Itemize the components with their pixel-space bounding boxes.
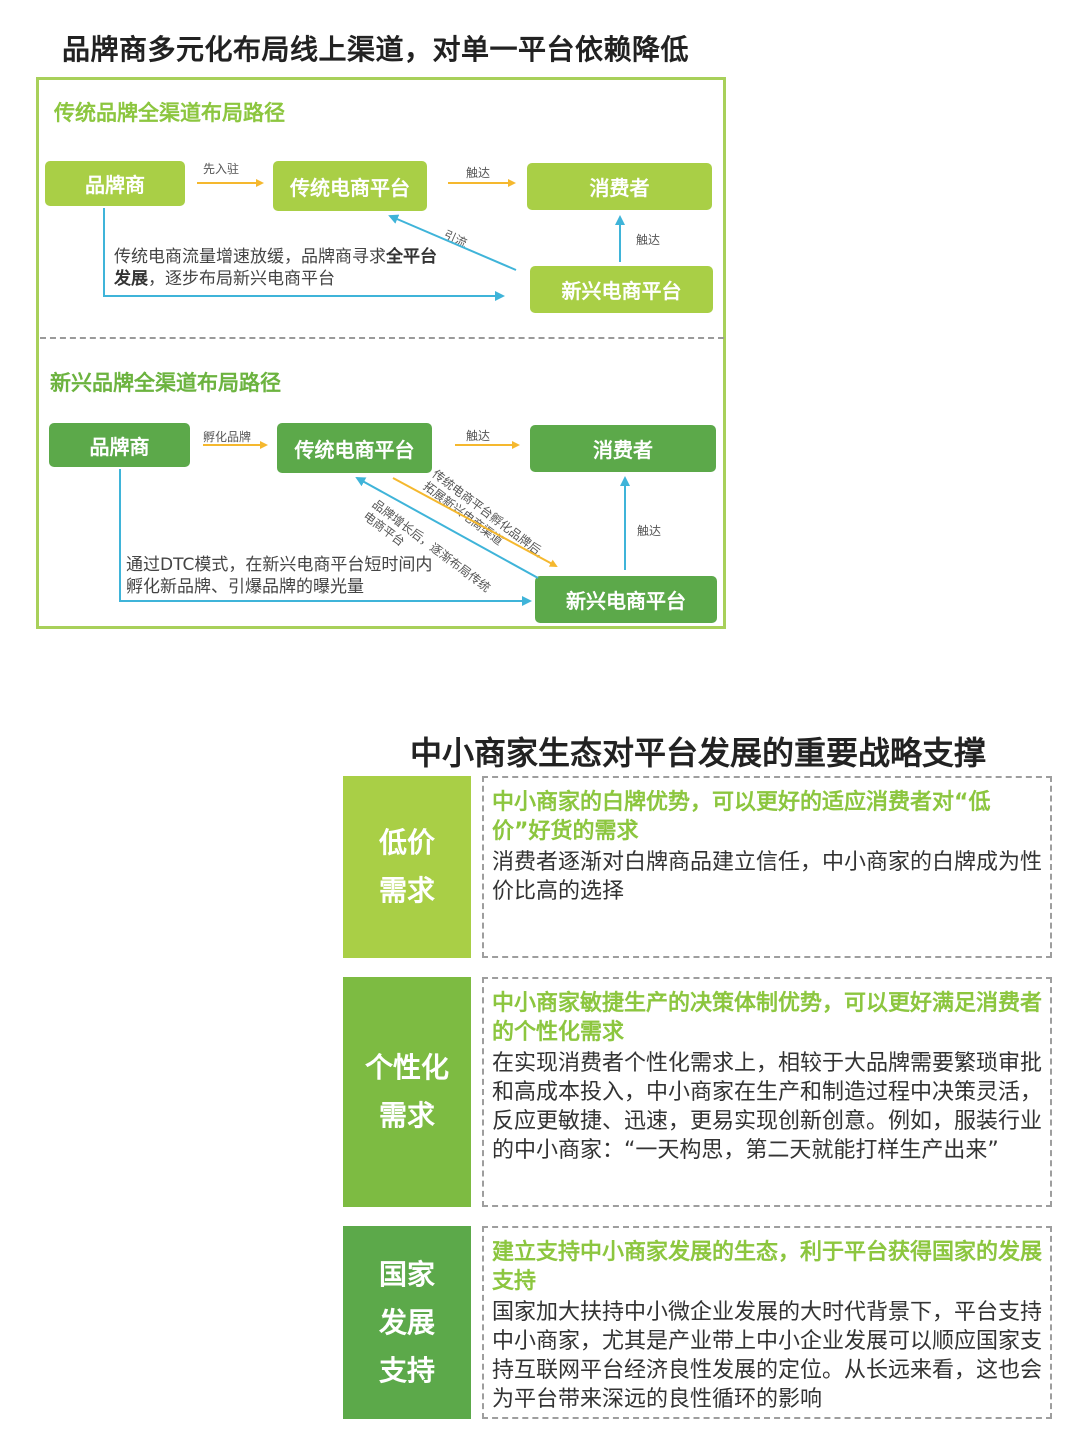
s1-arrow-emerging-to-traditional (388, 214, 517, 271)
row3-side-line1: 国家 (378, 1257, 435, 1291)
s1-consumer-box: 消费者 (527, 163, 712, 210)
s2-label-reach1: 触达 (466, 429, 491, 443)
s2-arrow-brand-to-emerging (119, 469, 532, 606)
row1-side-label: 低价 需求 (343, 776, 471, 958)
s2-label-reach2: 触达 (637, 524, 662, 538)
s2-consumer-box: 消费者 (530, 425, 716, 472)
support-title: 中小商家生态对平台发展的重要战略支撑 (410, 734, 987, 772)
row3-card: 建立支持中小商家发展的生态，利于平台获得国家的发展支持 国家加大扶持中小微企业发… (482, 1226, 1052, 1419)
section2-title: 新兴品牌全渠道布局路径 (50, 371, 281, 395)
row2-card: 中小商家敏捷生产的决策体制优势，可以更好满足消费者的个性化需求 在实现消费者个性… (482, 977, 1052, 1207)
row2-body: 在实现消费者个性化需求上，相较于大品牌需要繁琐审批和高成本投入，中小商家在生产和… (492, 1051, 1043, 1163)
section-divider (40, 337, 724, 339)
s1-note-part2: ，逐步布局新兴电商平台 (148, 269, 335, 289)
row1-card: 中小商家的白牌优势，可以更好的适应消费者对“低价”好货的需求 消费者逐渐对白牌商… (482, 776, 1052, 958)
s2-label-incubate: 孵化品牌 (203, 430, 252, 444)
s2-arrow-emerging-to-traditional (355, 477, 539, 579)
section1-title: 传统品牌全渠道布局路径 (54, 101, 285, 125)
diagram-arrows (103, 179, 630, 606)
row1-heading: 中小商家的白牌优势，可以更好的适应消费者对“低价”好货的需求 (492, 790, 991, 844)
row3-body: 国家加大扶持中小微企业发展的大时代背景下，平台支持中小商家，尤其是产业带上中小企… (492, 1300, 1043, 1412)
s1-note: 传统电商流量增速放缓，品牌商寻求全平台发展，逐步布局新兴电商平台 (114, 246, 439, 290)
diagram-title: 品牌商多元化布局线上渠道，对单一平台依赖降低 (62, 33, 690, 66)
row3-heading: 建立支持中小商家发展的生态，利于平台获得国家的发展支持 (492, 1240, 1043, 1294)
s2-emerging-platform-box: 新兴电商平台 (535, 576, 717, 623)
s1-traditional-platform-box: 传统电商平台 (273, 161, 427, 211)
s1-label-reach1: 触达 (466, 166, 491, 180)
s2-arrow-traditional-to-emerging (392, 477, 558, 567)
row2-side-label: 个性化 需求 (343, 977, 471, 1207)
s1-brand-box: 品牌商 (45, 161, 185, 206)
s2-traditional-platform-box: 传统电商平台 (277, 423, 432, 473)
row2-side-line1: 个性化 (364, 1051, 449, 1084)
row3-side-label: 国家 发展 支持 (343, 1226, 471, 1419)
row2-side-line2: 需求 (378, 1099, 435, 1132)
s2-note: 通过DTC模式，在新兴电商平台短时间内孵化新品牌、引爆品牌的曝光量 (126, 555, 433, 597)
s1-arrow-brand-to-emerging (103, 208, 505, 301)
s1-note-bold: 全平台发展 (114, 247, 437, 289)
s1-label-settle-first: 先入驻 (203, 162, 240, 176)
row1-side-line1: 低价 (378, 826, 435, 859)
row1-side-line2: 需求 (378, 874, 435, 907)
s2-brand-box: 品牌商 (49, 423, 190, 467)
row3-side-line3: 支持 (378, 1353, 435, 1387)
s1-note-part1: 传统电商流量增速放缓，品牌商寻求 (114, 247, 386, 267)
s1-emerging-platform-box: 新兴电商平台 (530, 266, 713, 313)
row1-body: 消费者逐渐对白牌商品建立信任，中小商家的白牌成为性价比高的选择 (492, 850, 1043, 904)
row3-side-line2: 发展 (378, 1305, 435, 1339)
s1-label-reach2: 触达 (636, 233, 661, 247)
row2-heading: 中小商家敏捷生产的决策体制优势，可以更好满足消费者的个性化需求 (492, 991, 1043, 1045)
diagram-panel (36, 77, 726, 629)
